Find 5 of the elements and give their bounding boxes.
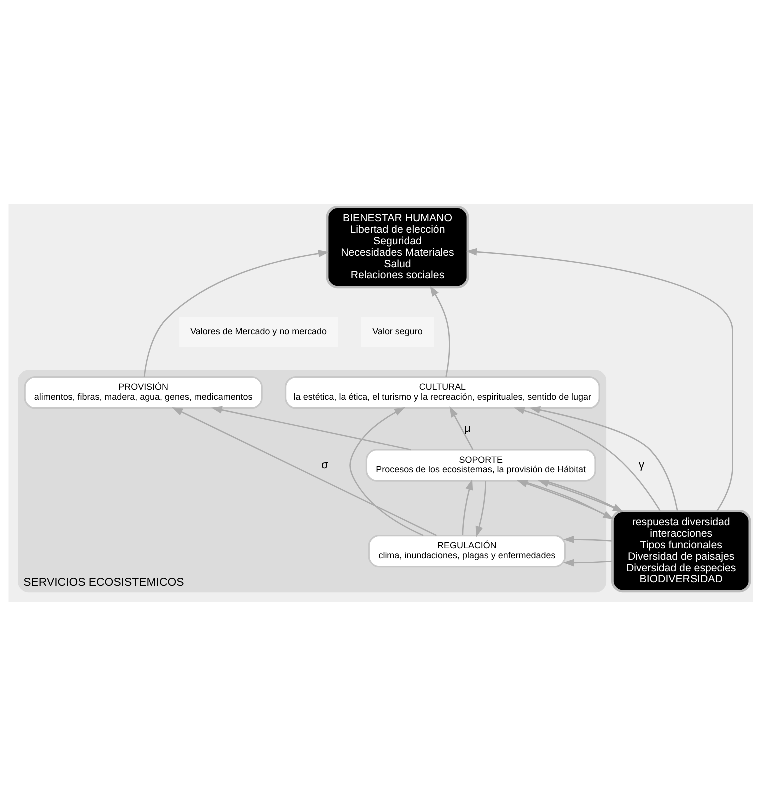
edge-label: γ — [638, 459, 645, 472]
label: Valor seguro — [372, 326, 423, 336]
edge-label: μ — [464, 422, 471, 435]
label: Valores de Mercado y no mercado — [190, 326, 328, 336]
edge-label: σ — [321, 459, 329, 472]
